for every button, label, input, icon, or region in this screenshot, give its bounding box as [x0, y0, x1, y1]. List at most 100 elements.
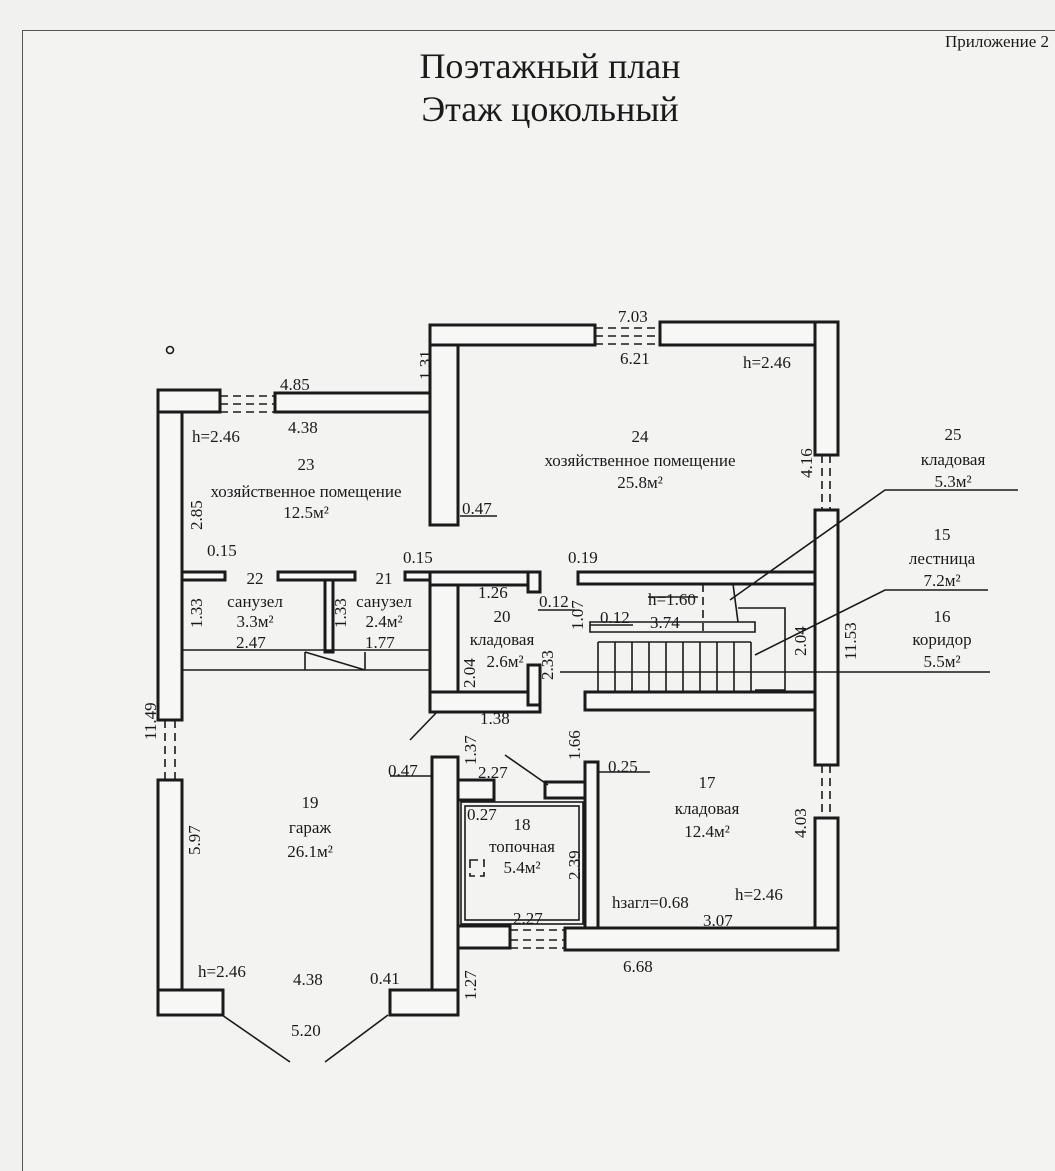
dimension-label: 7.03 [618, 307, 648, 326]
dimension-label: h=2.46 [198, 962, 246, 981]
dimension-label: 1.07 [568, 600, 587, 630]
dimension-label: 4.85 [280, 375, 310, 394]
dimension-label: 4.03 [791, 808, 810, 838]
dimension-label: 6.21 [620, 349, 650, 368]
dimension-label: 2.47 [236, 633, 266, 652]
dimension-label: 1.31 [416, 350, 435, 380]
dimension-label: 2.27 [513, 909, 543, 928]
appendix-label: Приложение 2 [945, 32, 1049, 51]
room-label: 17 [699, 773, 717, 792]
room-label: 18 [514, 815, 531, 834]
floor-title: Этаж цокольный [421, 89, 679, 129]
dimension-label: 5.20 [291, 1021, 321, 1040]
walls [156, 320, 840, 1017]
room-label: 26.1м² [287, 842, 333, 861]
room-label: 5.5м² [923, 652, 960, 671]
dimension-label: 1.38 [480, 709, 510, 728]
room-label: 20 [494, 607, 511, 626]
room-label: кладовая [921, 450, 986, 469]
room-label: хозяйственное помещение [544, 451, 735, 470]
room-label: 23 [298, 455, 315, 474]
room-23[interactable]: 23 хозяйственное помещение 12.5м² [210, 455, 401, 522]
marker-circle [165, 345, 175, 355]
dimension-label: 1.33 [331, 598, 350, 628]
room-label: 7.2м² [923, 571, 960, 590]
dimension-label: h=2.46 [735, 885, 783, 904]
dimension-label: 1.66 [565, 730, 584, 760]
dimension-label: 2.04 [460, 658, 479, 688]
room-label: 19 [302, 793, 319, 812]
room-label: 15 [934, 525, 951, 544]
room-label: санузел [356, 592, 412, 611]
room-21[interactable]: 21 санузел 2.4м² [356, 569, 412, 631]
room-18[interactable]: 18 топочная 5.4м² [489, 815, 555, 877]
room-label: 25.8м² [617, 473, 663, 492]
dimension-label: 1.77 [365, 633, 395, 652]
room-label: лестница [909, 549, 976, 568]
plan-title: Поэтажный план [419, 46, 681, 86]
dimension-label: 1.37 [461, 735, 480, 765]
room-24[interactable]: 24 хозяйственное помещение 25.8м² [544, 427, 735, 492]
dimension-label: 11.53 [841, 622, 860, 660]
dimension-label: 0.15 [207, 541, 237, 560]
dimension-label: 4.38 [293, 970, 323, 989]
drawing-sheet [22, 30, 1055, 1171]
room-15[interactable]: 15 лестница 7.2м² [909, 525, 976, 590]
dimension-label: 1.26 [478, 583, 508, 602]
dimension-label: 2.04 [791, 626, 810, 656]
room-22[interactable]: 22 санузел 3.3м² [227, 569, 283, 631]
dimension-label: 0.41 [370, 969, 400, 988]
room-label: санузел [227, 592, 283, 611]
dimension-label: 2.39 [565, 850, 584, 880]
dimension-label: 2.33 [538, 650, 557, 680]
room-label: 25 [945, 425, 962, 444]
room-19[interactable]: 19 гараж 26.1м² [287, 793, 333, 861]
room-label: кладовая [470, 630, 535, 649]
dimension-label: 3.74 [650, 613, 680, 632]
dimension-label: 0.12 [600, 608, 630, 627]
windows [164, 327, 831, 949]
room-label: хозяйственное помещение [210, 482, 401, 501]
room-label: 16 [934, 607, 951, 626]
dimension-label: 4.38 [288, 418, 318, 437]
ceiling-heights: h=2.46 h=2.46 h=1.60 h=2.46 h=2.46 hзагл… [192, 353, 791, 981]
room-17[interactable]: 17 кладовая 12.4м² [675, 773, 740, 841]
dimension-label: h=2.46 [192, 427, 240, 446]
room-16[interactable]: 16 коридор 5.5м² [912, 607, 971, 671]
room-label: 3.3м² [236, 612, 273, 631]
dimension-label: 0.25 [608, 757, 638, 776]
dimension-label: 11.49 [141, 702, 160, 740]
dimension-label: 0.47 [462, 499, 492, 518]
room-label: гараж [289, 818, 332, 837]
room-label: топочная [489, 837, 555, 856]
dimension-label: 1.27 [461, 970, 480, 1000]
dimension-label: 5.97 [185, 825, 204, 855]
room-label: 2.6м² [486, 652, 523, 671]
dimension-label: 0.19 [568, 548, 598, 567]
room-20[interactable]: 20 кладовая 2.6м² [470, 607, 535, 671]
room-25[interactable]: 25 кладовая 5.3м² [921, 425, 986, 491]
dimension-label: 2.85 [187, 500, 206, 530]
room-label: 5.4м² [503, 858, 540, 877]
room-label: 5.3м² [934, 472, 971, 491]
dimension-label: 2.27 [478, 763, 508, 782]
room-label: 2.4м² [365, 612, 402, 631]
dimensions: 4.85 4.38 1.31 7.03 6.21 4.16 0.47 2.85 … [141, 307, 860, 1040]
room-label: коридор [912, 630, 971, 649]
room-label: 24 [632, 427, 650, 446]
dimension-label: 0.12 [539, 592, 569, 611]
dimension-label: 0.15 [403, 548, 433, 567]
dimension-label: 6.68 [623, 957, 653, 976]
dimension-label: 3.07 [703, 911, 733, 930]
dimension-label: h=2.46 [743, 353, 791, 372]
dimension-label: 4.16 [797, 448, 816, 478]
dimension-label: 1.33 [187, 598, 206, 628]
dimension-label: h=1.60 [648, 590, 696, 609]
room-label: 12.4м² [684, 822, 730, 841]
room-label: кладовая [675, 799, 740, 818]
room-label: 21 [376, 569, 393, 588]
interior-lines [182, 489, 1018, 1063]
room-label: 12.5м² [283, 503, 329, 522]
dimension-label: hзагл=0.68 [612, 893, 689, 912]
